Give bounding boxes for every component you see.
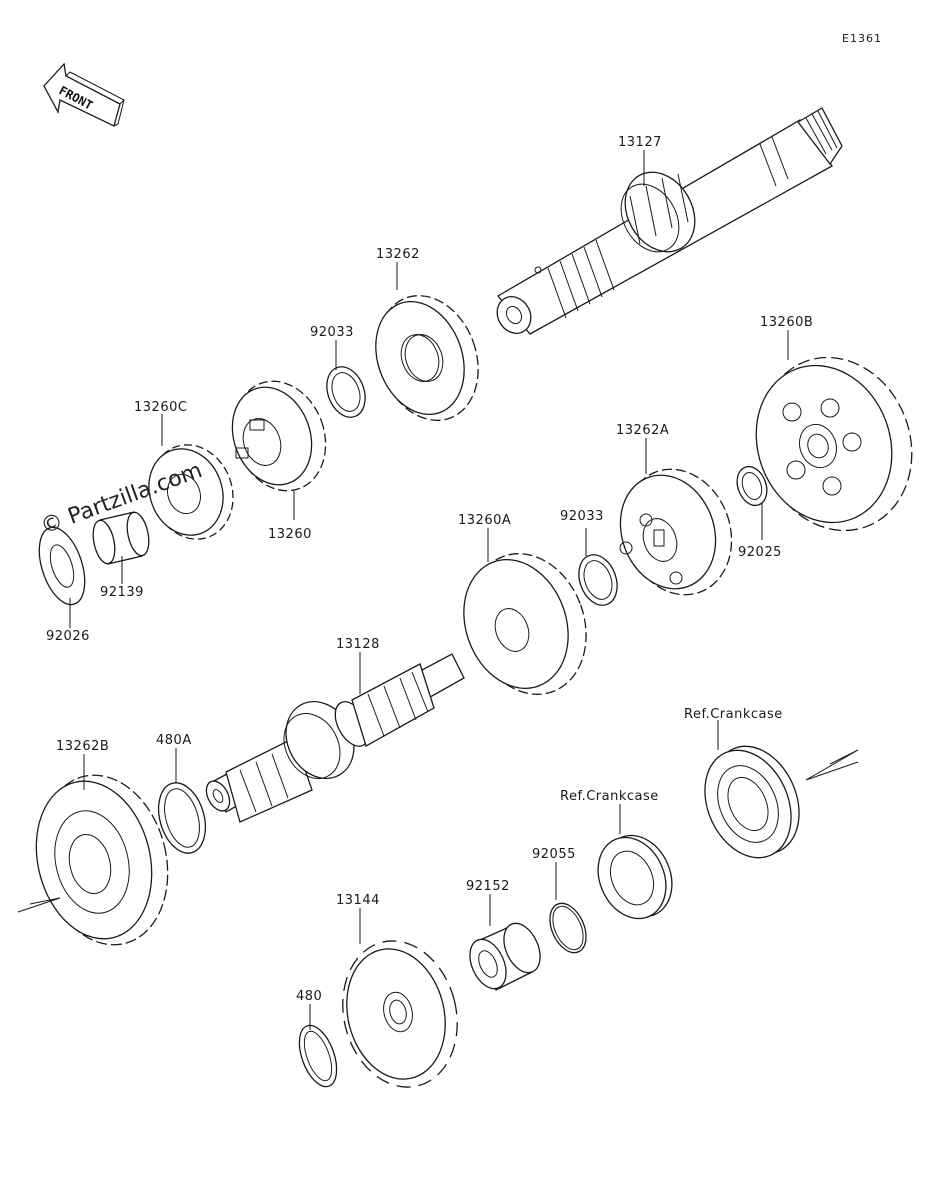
part-label-ref-crankcase-1: Ref.Crankcase <box>684 707 783 722</box>
part-label-13260C: 13260C <box>134 400 187 415</box>
circlip-480A <box>157 782 207 854</box>
part-label-92139: 92139 <box>100 585 144 600</box>
bearing-crankcase-large <box>704 745 800 859</box>
main-shaft-13127 <box>496 107 843 335</box>
washer-92026 <box>38 526 86 606</box>
gear-13260B <box>755 356 913 532</box>
counter-shaft-13128 <box>205 653 465 823</box>
circlip-92033-lower <box>578 554 618 606</box>
part-label-13262A: 13262A <box>616 423 669 438</box>
part-label-480: 480 <box>296 989 322 1004</box>
diagram-code: E1361 <box>842 32 882 45</box>
part-label-13144: 13144 <box>336 893 380 908</box>
sprocket-13144 <box>342 940 458 1088</box>
part-label-13260: 13260 <box>268 527 312 542</box>
gear-13260 <box>231 380 327 492</box>
gear-13262B <box>35 774 169 946</box>
front-arrow-icon: FRONT <box>43 62 125 127</box>
part-label-13127: 13127 <box>618 135 662 150</box>
part-label-92026: 92026 <box>46 629 90 644</box>
part-label-480A: 480A <box>156 733 192 748</box>
circlip-480 <box>298 1024 338 1088</box>
part-label-92152: 92152 <box>466 879 510 894</box>
collar-92152 <box>469 922 541 991</box>
gear-13262 <box>375 295 479 421</box>
part-label-92025: 92025 <box>738 545 782 560</box>
washer-92025 <box>736 465 768 507</box>
part-label-13260A: 13260A <box>458 513 511 528</box>
o-ring-92055 <box>549 902 587 954</box>
part-label-ref-crankcase-2: Ref.Crankcase <box>560 789 659 804</box>
gear-13262A <box>619 468 733 596</box>
seal-crankcase-small <box>597 834 673 920</box>
circlip-92033-upper <box>326 366 366 418</box>
part-label-13260B: 13260B <box>760 315 813 330</box>
gear-13260A <box>463 553 587 695</box>
part-label-13262: 13262 <box>376 247 420 262</box>
part-label-13128: 13128 <box>336 637 380 652</box>
gear-13260C <box>148 444 234 540</box>
part-label-13262B: 13262B <box>56 739 109 754</box>
part-label-92055: 92055 <box>532 847 576 862</box>
part-label-92033-upper: 92033 <box>310 325 354 340</box>
part-label-92033-lower: 92033 <box>560 509 604 524</box>
bushing-92139 <box>92 511 150 565</box>
